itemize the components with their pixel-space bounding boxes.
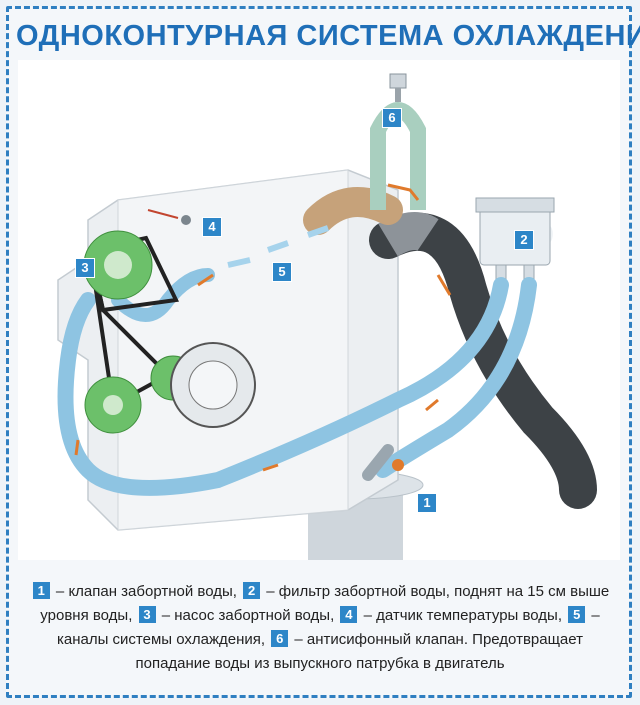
marker-6: 6	[382, 108, 402, 128]
legend-text-3: – насос забортной воды,	[157, 607, 339, 624]
legend-text-2: – фильтр забортной воды, поднят на 15 см…	[40, 583, 610, 624]
strainer-outlet-hose	[375, 277, 537, 478]
seacock-valve	[362, 444, 394, 481]
legend-num-5: 5	[568, 606, 586, 623]
cooling-system-illustration: PCO	[18, 60, 620, 560]
engine-drawing: PCO	[57, 73, 597, 560]
exhaust-hose	[369, 212, 597, 509]
legend-num-3: 3	[138, 606, 156, 623]
temperature-sensor	[181, 215, 191, 225]
legend-text-5: – каналы системы охлаждения,	[56, 607, 600, 648]
marker-2: 2	[514, 230, 534, 250]
legend-num-1: 1	[32, 582, 50, 599]
marker-3: 3	[75, 258, 95, 278]
coolant-channel-arrows	[227, 225, 329, 268]
marker-1: 1	[417, 493, 437, 513]
legend-text-1: – клапан забортной воды,	[51, 583, 242, 600]
anti-siphon-valve-cap	[389, 73, 407, 89]
diagram-title: ОДНОКОНТУРНАЯ СИСТЕМА ОХЛАЖДЕНИЯ	[16, 20, 640, 52]
flow-arrow	[387, 183, 420, 201]
legend-num-2: 2	[243, 582, 261, 599]
legend-num-6: 6	[271, 630, 289, 647]
marker-5: 5	[272, 262, 292, 282]
legend-num-4: 4	[340, 606, 358, 623]
marker-4: 4	[202, 217, 222, 237]
legend-text-6: – антисифонный клапан. Предотвращает поп…	[135, 631, 583, 672]
legend-caption: 1 – клапан забортной воды, 2 – фильтр за…	[18, 580, 622, 676]
legend-text-4: – датчик температуры воды,	[359, 607, 567, 624]
intake-hose	[57, 277, 509, 496]
